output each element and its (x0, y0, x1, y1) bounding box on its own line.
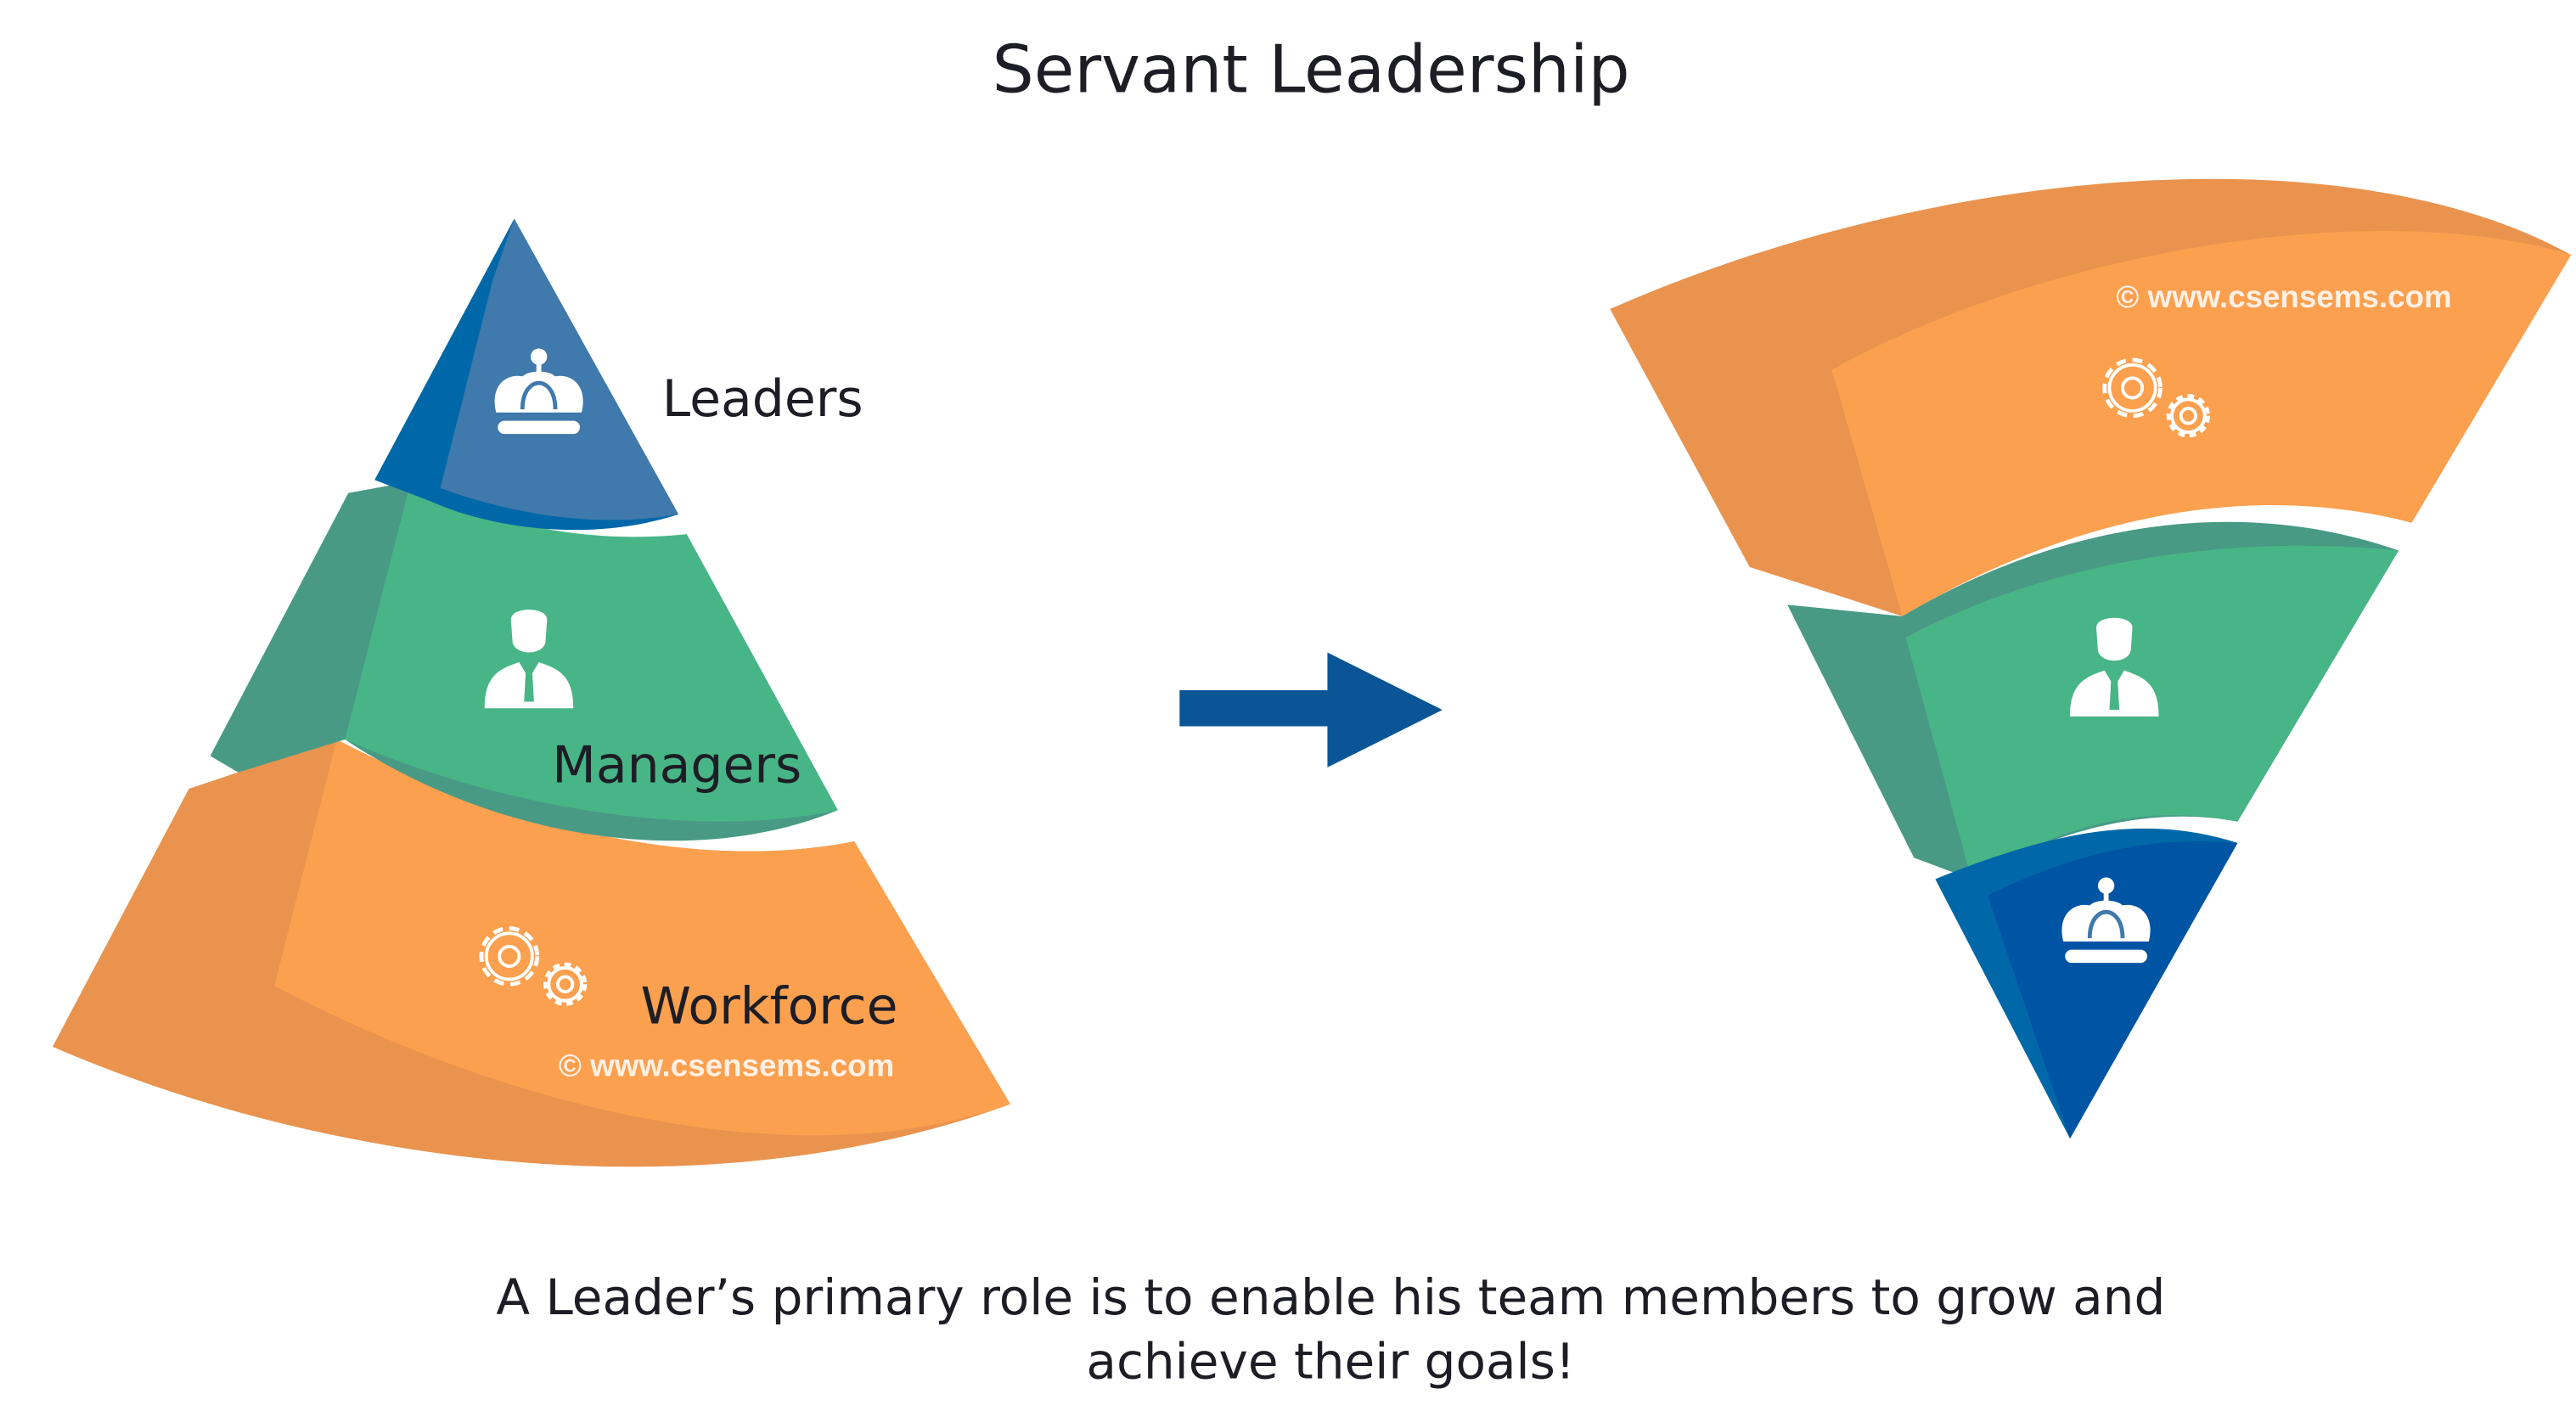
left-layer-workforce: Workforce © www.csensems.com (52, 739, 1010, 1167)
right-layer-leaders (1935, 828, 2238, 1139)
page-title: Servant Leadership (993, 32, 1630, 109)
right-layer-workforce: © www.csensems.com (1610, 178, 2572, 616)
caption-line-2: achieve their goals! (1086, 1333, 1575, 1391)
right-layer-managers (1787, 521, 2399, 880)
label-leaders: Leaders (662, 369, 863, 429)
label-workforce: Workforce (641, 977, 898, 1037)
caption-line-1: A Leader’s primary role is to enable his… (496, 1268, 2165, 1326)
left-layer-managers: Managers (210, 481, 838, 841)
watermark: © www.csensems.com (559, 1049, 894, 1083)
right-pyramid: © www.csensems.com (1610, 178, 2572, 1139)
arrow-right-icon (1179, 652, 1443, 767)
left-pyramid: Workforce © www.csensems.com Managers Le… (52, 218, 1010, 1167)
label-managers: Managers (552, 735, 801, 795)
left-layer-leaders: Leaders (374, 218, 863, 531)
watermark: © www.csensems.com (2116, 279, 2451, 314)
